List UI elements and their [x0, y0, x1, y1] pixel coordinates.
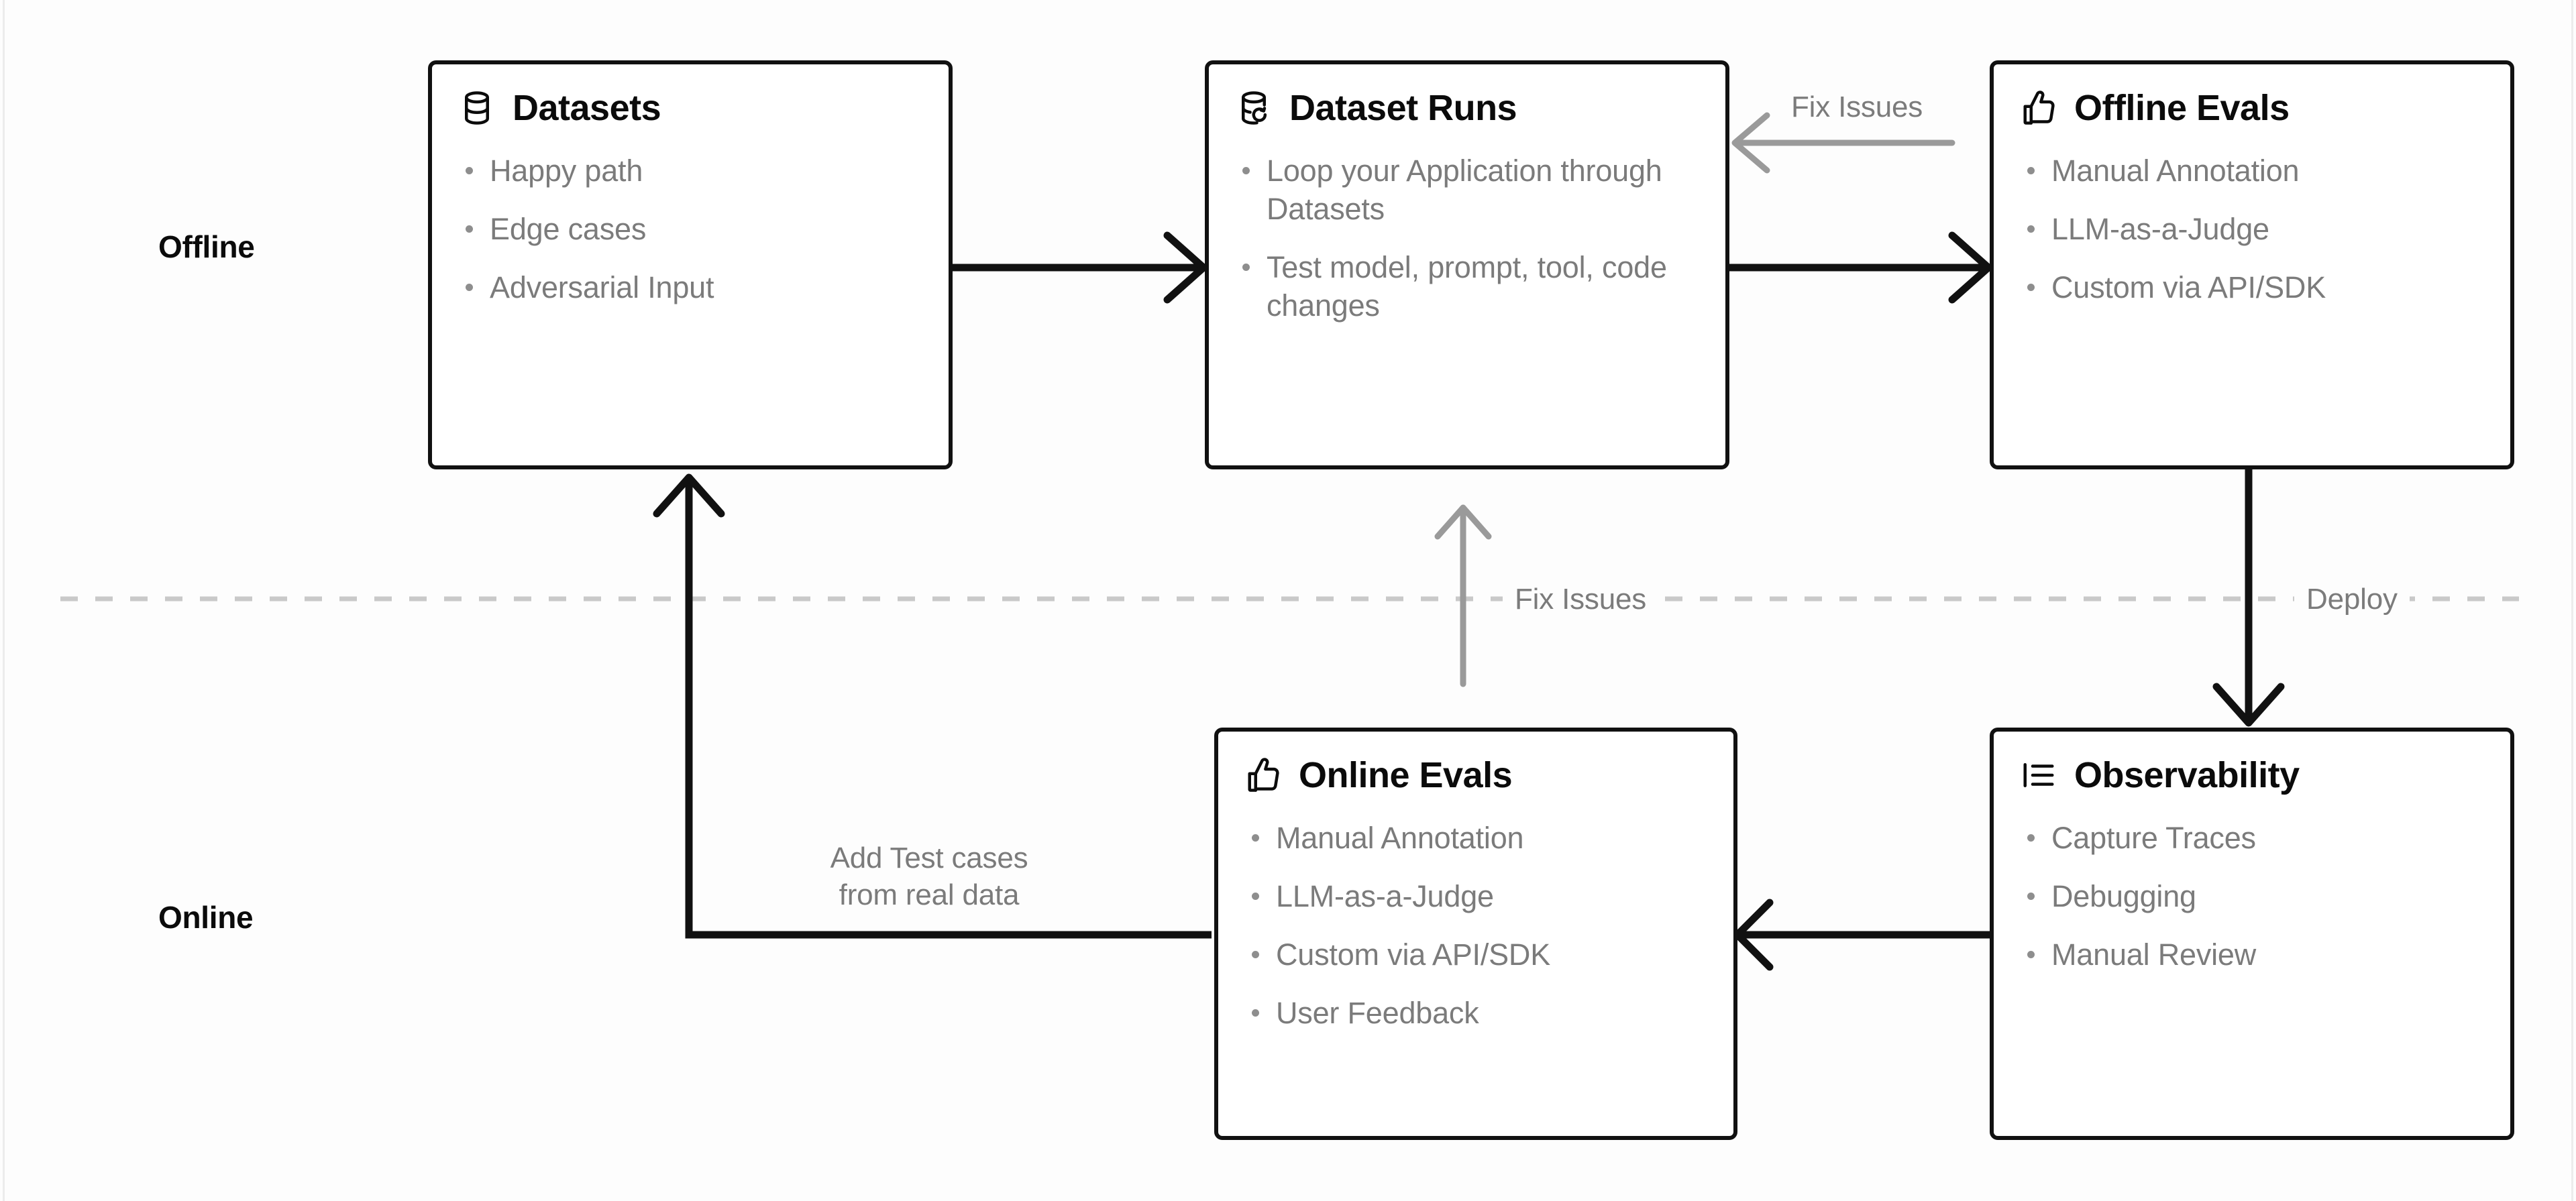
list-item: LLM-as-a-Judge [1245, 877, 1707, 915]
list-item: Edge cases [459, 210, 922, 248]
section-label-offline: Offline [158, 229, 255, 264]
arrow-observability-to-online-evals [1733, 899, 1994, 971]
arrow-datasets-to-dataset-runs [949, 231, 1208, 304]
node-online-evals[interactable]: Online Evals Manual Annotation LLM-as-a-… [1214, 728, 1737, 1140]
page-edge-left [3, 0, 5, 1201]
section-label-online: Online [158, 900, 254, 935]
list-item: Capture Traces [2021, 819, 2483, 857]
list-item: Loop your Application through Datasets [1236, 152, 1699, 228]
thumbs-up-icon [2021, 90, 2057, 126]
node-observability-bullets: Capture Traces Debugging Manual Review [2021, 819, 2483, 974]
node-online-evals-title: Online Evals [1299, 755, 1513, 795]
node-dataset-runs-bullets: Loop your Application through Datasets T… [1236, 152, 1699, 325]
list-item: Test model, prompt, tool, code changes [1236, 248, 1699, 325]
list-item: Manual Annotation [1245, 819, 1707, 857]
node-observability-header: Observability [2021, 754, 2483, 796]
edge-label-add-test-cases-line2: from real data [839, 878, 1020, 911]
node-offline-evals-title: Offline Evals [2074, 88, 2290, 128]
node-online-evals-header: Online Evals [1245, 754, 1707, 796]
edge-label-fix-issues-middle: Fix Issues [1503, 581, 1659, 618]
node-datasets-bullets: Happy path Edge cases Adversarial Input [459, 152, 922, 306]
list-item: Manual Review [2021, 935, 2483, 974]
node-offline-evals-bullets: Manual Annotation LLM-as-a-Judge Custom … [2021, 152, 2483, 306]
edge-label-add-test-cases-line1: Add Test cases [830, 842, 1028, 874]
node-datasets[interactable]: Datasets Happy path Edge cases Adversari… [428, 60, 953, 469]
list-item: Manual Annotation [2021, 152, 2483, 190]
list-item: Happy path [459, 152, 922, 190]
edge-label-add-test-cases: Add Test cases from real data [808, 840, 1050, 914]
list-tree-icon [2021, 757, 2057, 793]
arrow-offline-evals-to-observability [2212, 465, 2285, 727]
node-offline-evals-header: Offline Evals [2021, 87, 2483, 129]
edge-label-fix-issues-top: Fix Issues [1784, 89, 1930, 126]
list-item: Custom via API/SDK [2021, 268, 2483, 306]
node-online-evals-bullets: Manual Annotation LLM-as-a-Judge Custom … [1245, 819, 1707, 1033]
arrow-online-evals-to-dataset-runs [1434, 504, 1492, 687]
node-dataset-runs[interactable]: Dataset Runs Loop your Application throu… [1205, 60, 1729, 469]
arrow-dataset-runs-to-offline-evals [1725, 231, 1992, 304]
node-datasets-header: Datasets [459, 87, 922, 129]
node-observability[interactable]: Observability Capture Traces Debugging M… [1990, 728, 2514, 1140]
node-observability-title: Observability [2074, 755, 2300, 795]
edge-label-deploy: Deploy [2294, 581, 2410, 618]
database-icon [459, 90, 495, 126]
node-dataset-runs-header: Dataset Runs [1236, 87, 1699, 129]
list-item: Debugging [2021, 877, 2483, 915]
node-datasets-title: Datasets [513, 88, 661, 128]
database-rerun-icon [1236, 90, 1272, 126]
list-item: LLM-as-a-Judge [2021, 210, 2483, 248]
list-item: Custom via API/SDK [1245, 935, 1707, 974]
page-edge-right [2571, 0, 2573, 1201]
thumbs-up-icon [1245, 757, 1281, 793]
list-item: Adversarial Input [459, 268, 922, 306]
list-item: User Feedback [1245, 994, 1707, 1032]
node-offline-evals[interactable]: Offline Evals Manual Annotation LLM-as-a… [1990, 60, 2514, 469]
node-dataset-runs-title: Dataset Runs [1289, 88, 1517, 128]
